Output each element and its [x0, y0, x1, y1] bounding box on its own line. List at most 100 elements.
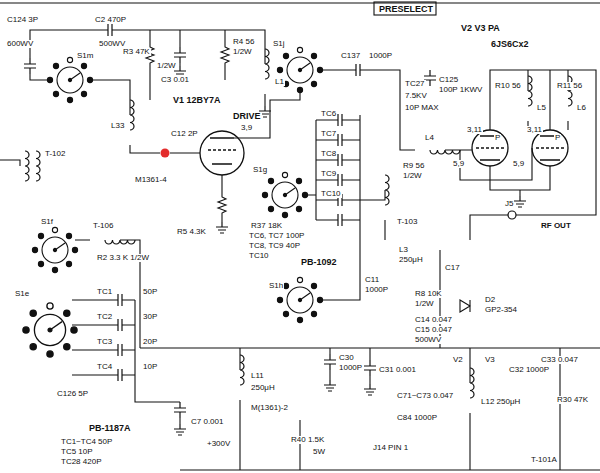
- part-label: C17: [444, 264, 461, 272]
- part-label: GP2-354: [484, 306, 518, 314]
- part-label: R11 56: [556, 82, 583, 90]
- part-label: 30P: [142, 313, 158, 321]
- inductor-symbol: [25, 49, 572, 398]
- wire: [118, 30, 265, 106]
- wire: [374, 2, 436, 15]
- part-label: L6: [576, 104, 587, 112]
- part-label: T-102: [44, 150, 66, 158]
- inductor-symbol: [240, 355, 244, 385]
- capacitor-symbol: [332, 214, 348, 226]
- part-label: 250μH: [250, 384, 276, 392]
- wire: [469, 348, 470, 470]
- part-label: D2: [484, 296, 496, 304]
- part-label: C33 0.047: [540, 356, 579, 364]
- capacitor-symbol: [174, 47, 186, 63]
- part-label: C125: [438, 76, 459, 84]
- part-label: 3,11: [526, 126, 543, 134]
- wire: [72, 300, 180, 402]
- wire: [239, 348, 240, 470]
- capacitor-symbol: [112, 294, 128, 306]
- part-label: 7.5KV: [404, 92, 428, 100]
- ground-symbol: [216, 222, 228, 233]
- part-label: M1361-4: [134, 176, 168, 184]
- part-label: L12 250μH: [480, 398, 521, 406]
- part-label: TC6, TC7 100P: [248, 232, 305, 240]
- part-label: TC1: [96, 288, 113, 296]
- part-label: S1g: [252, 166, 268, 174]
- part-label: R37 18K: [250, 222, 283, 230]
- part-label: 10P: [142, 363, 158, 371]
- part-label: J14 PIN 1: [372, 444, 409, 452]
- wire: [179, 418, 180, 424]
- part-label: L1: [274, 78, 285, 86]
- wire: [224, 30, 225, 80]
- capacitor-symbol: [24, 24, 436, 418]
- part-label: C12 2P: [170, 130, 199, 138]
- part-label: TC9: [320, 170, 337, 178]
- part-label: TC8, TC9 40P: [248, 242, 301, 250]
- capacitor-symbol: [24, 58, 36, 74]
- tube-symbol: [210, 138, 234, 164]
- inductor-symbol: [265, 49, 269, 79]
- part-label: C15 0.047: [414, 326, 453, 334]
- capacitor-symbol: [112, 369, 128, 381]
- switch-symbol: [262, 172, 307, 217]
- wire: [320, 115, 385, 300]
- part-label: 5,9: [452, 160, 465, 168]
- part-label: TC1~TC4 50P: [60, 438, 113, 446]
- part-label: TC28 420P: [60, 458, 102, 466]
- part-label: T-101A: [530, 456, 558, 464]
- part-title: V2 V3 PA: [460, 24, 501, 33]
- part-label: 1000P: [338, 364, 363, 372]
- part-label: C84 1000P: [396, 414, 438, 422]
- part-label: C137: [340, 52, 361, 60]
- wire: [180, 469, 600, 470]
- part-title: V1 12BY7A: [172, 96, 222, 105]
- part-label: C124 3P: [6, 16, 39, 24]
- part-label: R40 1.5K: [290, 436, 325, 444]
- part-label: C71~C73 0.047: [396, 392, 454, 400]
- part-label: P: [554, 134, 561, 142]
- part-label: S1j: [272, 40, 286, 48]
- part-label: 600WV: [6, 40, 34, 48]
- wire: [470, 215, 500, 240]
- wire: [320, 70, 472, 150]
- part-label: L33: [110, 122, 125, 130]
- part-label: TC27: [404, 80, 426, 88]
- part-label: R3 47K: [122, 48, 151, 56]
- part-label: R10 56: [494, 82, 522, 90]
- part-title: PB-1187A: [88, 424, 132, 433]
- capacitor-symbol: [174, 402, 186, 418]
- capacitor-symbol: [364, 360, 376, 376]
- part-label: J5: [504, 200, 514, 208]
- inductor-symbol: [105, 240, 135, 244]
- part-label: S1m: [76, 52, 94, 60]
- tube-symbol: [536, 147, 564, 148]
- switch-symbol: [23, 303, 77, 357]
- marker-dot: [161, 149, 170, 158]
- ground-symbol: [514, 196, 526, 207]
- part-title: DRIVE: [232, 112, 262, 121]
- capacitor-symbol: [112, 319, 128, 331]
- part-label: R9 56: [402, 162, 425, 170]
- part-label: 10P MAX: [404, 104, 440, 112]
- inductor-symbol: [528, 76, 532, 106]
- inductor-symbol: [36, 151, 40, 181]
- part-label: TC2: [96, 313, 113, 321]
- part-label: L11: [250, 372, 265, 380]
- resistor-symbol: [218, 193, 226, 217]
- ground-symbol: [174, 66, 526, 435]
- wire: [0, 2, 600, 3]
- part-label: TC3: [96, 338, 113, 346]
- part-label: C126 5P: [56, 390, 89, 398]
- part-label: T-106: [92, 222, 114, 230]
- part-label: 500WV: [98, 40, 126, 48]
- capacitor-symbol: [424, 70, 436, 86]
- switch-symbol: [23, 47, 323, 357]
- wire: [90, 80, 200, 153]
- part-label: 3,9: [240, 124, 253, 132]
- wire: [316, 120, 360, 220]
- inductor-symbol: [25, 151, 29, 181]
- part-label: TC10: [320, 190, 342, 198]
- part-label: 3,11: [466, 126, 483, 134]
